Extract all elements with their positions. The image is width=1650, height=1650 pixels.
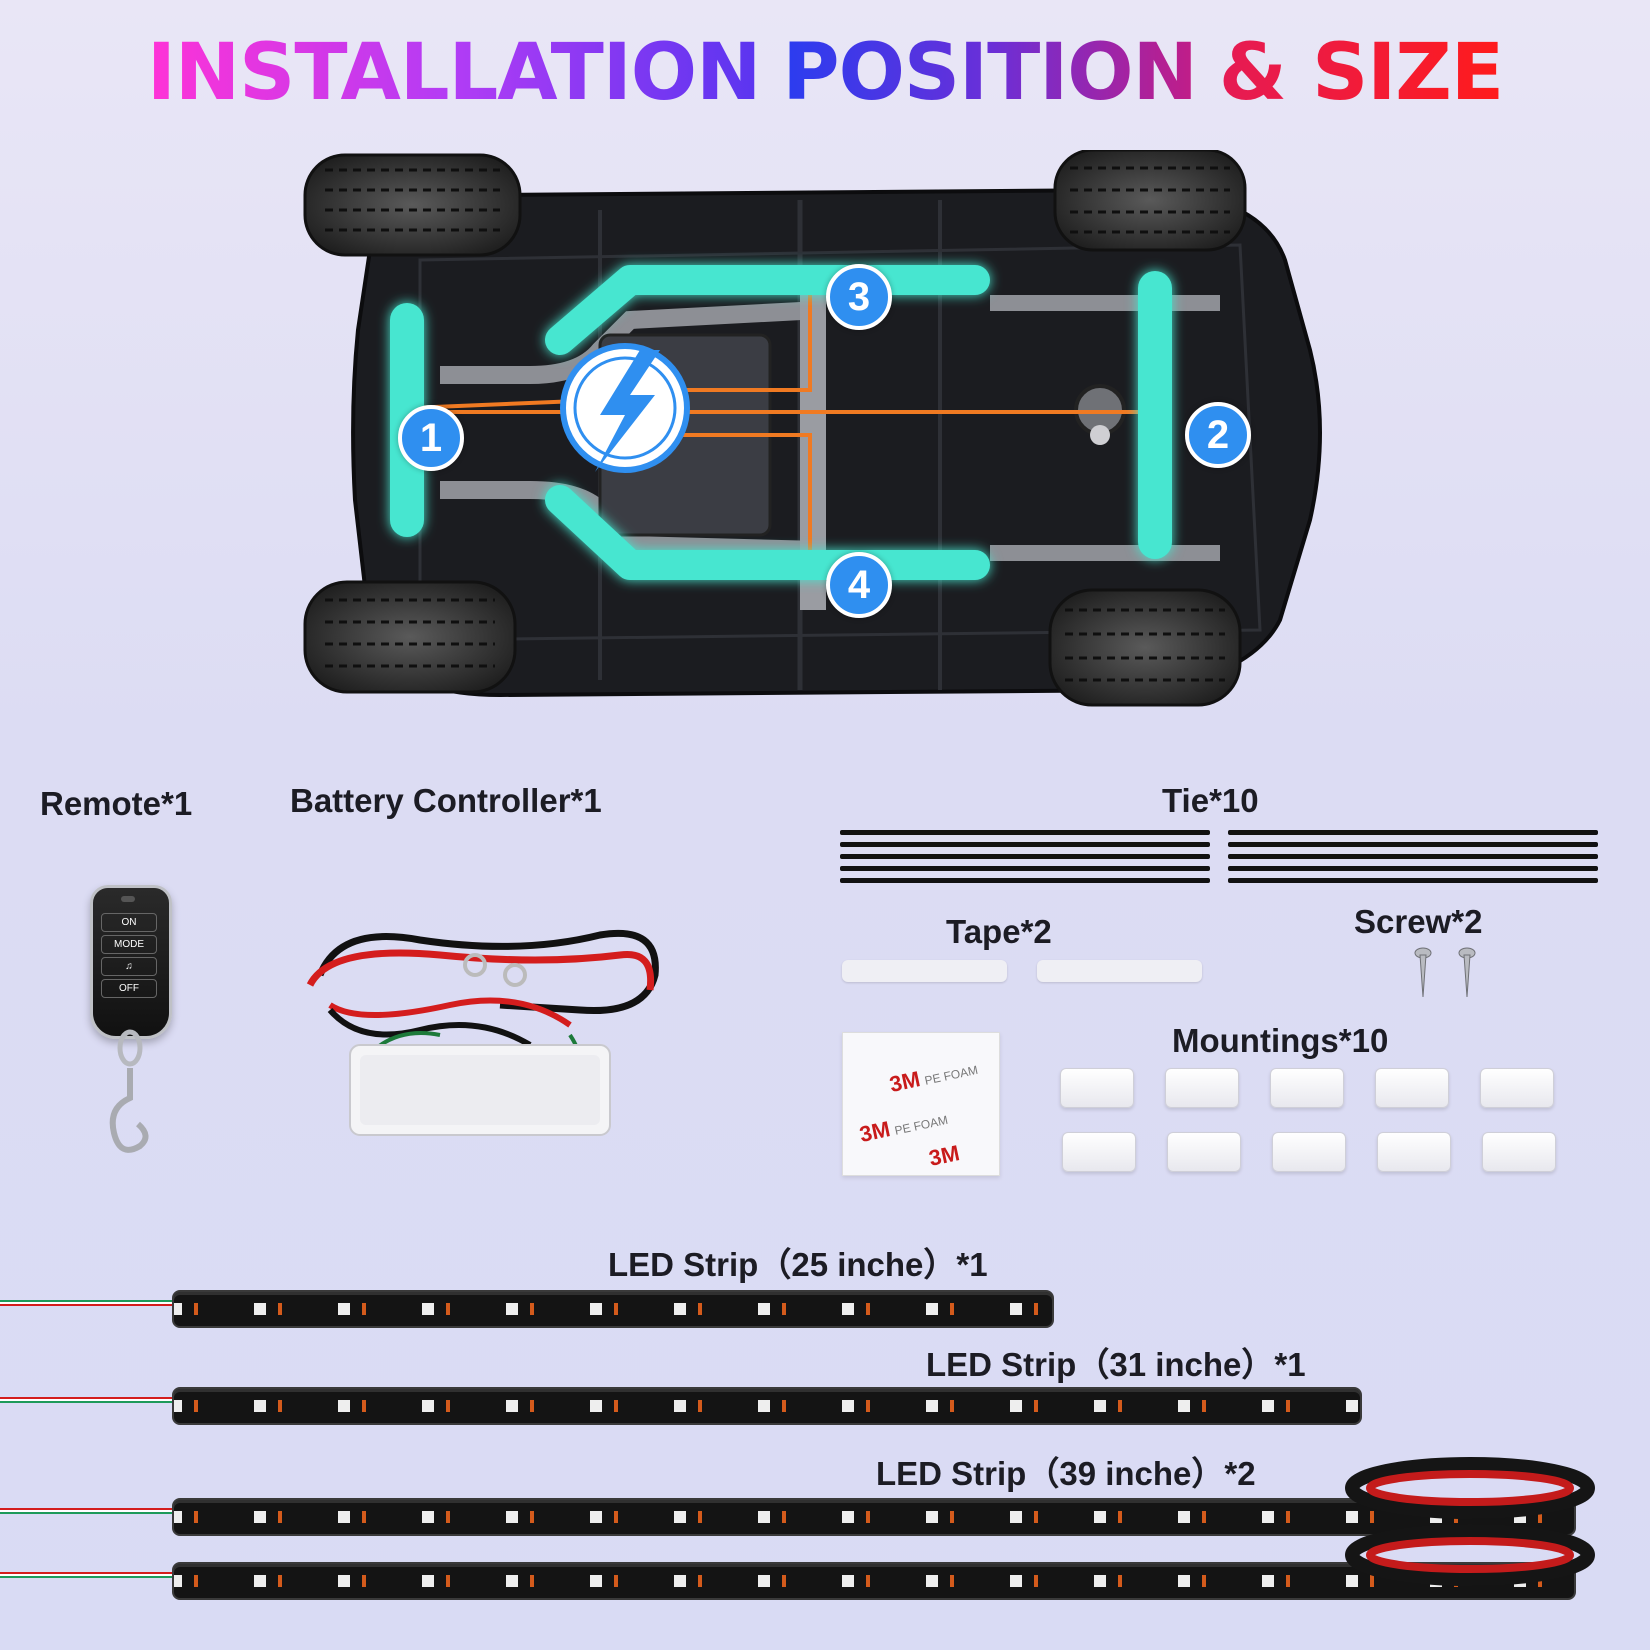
mounting-clip (1270, 1068, 1344, 1108)
title-part-position: POSITION (782, 28, 1197, 118)
tie-label: Tie*10 (1162, 782, 1259, 819)
tire-rear-left (303, 580, 517, 694)
battery-controller (306, 929, 659, 1136)
mounting-clip (1060, 1068, 1134, 1108)
tape-piece-1 (842, 960, 1007, 982)
title-part-size: & SIZE (1218, 28, 1504, 118)
keyring-icon (109, 1029, 149, 1153)
battery-controller-label: Battery Controller*1 (290, 782, 602, 819)
remote-on-button[interactable]: ON (101, 913, 157, 932)
mounting-clip (1167, 1132, 1241, 1172)
tape-piece-2 (1037, 960, 1202, 982)
strip-label-39: LED Strip（39 inche）*2 (876, 1455, 1256, 1492)
tire-rear-right (1048, 588, 1242, 707)
remote-label: Remote*1 (40, 785, 193, 822)
tire-front-right (1053, 150, 1247, 252)
marker-3: 3 (826, 264, 892, 330)
marker-1: 1 (398, 405, 464, 471)
strip-label-25: LED Strip（25 inche）*1 (608, 1246, 988, 1283)
mounting-clip (1062, 1132, 1136, 1172)
mounting-clip (1375, 1068, 1449, 1108)
mounting-clip (1482, 1132, 1556, 1172)
mounting-clip (1377, 1132, 1451, 1172)
title-part-installation: INSTALLATION (146, 28, 762, 118)
marker-2: 2 (1185, 402, 1251, 468)
strip-wire (0, 1572, 172, 1578)
tape-label: Tape*2 (946, 913, 1052, 950)
strip-label-31: LED Strip（31 inche）*1 (926, 1346, 1306, 1383)
tire-front-left (303, 153, 522, 257)
mounting-clip (1480, 1068, 1554, 1108)
led-strip-31-inch (172, 1387, 1362, 1425)
led-strip-25-inch (172, 1290, 1054, 1328)
screw-label: Screw*2 (1354, 903, 1483, 940)
foam-sheet: 3M PE FOAM 3M PE FOAM 3M (842, 1032, 1000, 1176)
led-strip-39-inch-a (172, 1498, 1576, 1536)
remote-off-button[interactable]: OFF (101, 979, 157, 998)
remote-control: ON MODE ♫ OFF (90, 885, 172, 1039)
strip-wire (0, 1508, 172, 1514)
mounting-clip (1165, 1068, 1239, 1108)
mountings-label: Mountings*10 (1172, 1022, 1389, 1059)
foam-text: PE FOAM (923, 1062, 980, 1088)
strip-wire (0, 1397, 172, 1403)
ties-right-bundle (1228, 830, 1598, 883)
mounting-clip (1272, 1132, 1346, 1172)
remote-music-button[interactable]: ♫ (101, 957, 157, 976)
ties-left-bundle (840, 830, 1210, 883)
screws (1414, 947, 1476, 998)
strip-wire (0, 1300, 172, 1306)
strip-coils (1345, 1457, 1595, 1586)
led-strip-39-inch-b (172, 1562, 1576, 1600)
remote-mode-button[interactable]: MODE (101, 935, 157, 954)
marker-4: 4 (826, 552, 892, 618)
lightning-bolt-icon (560, 343, 690, 473)
foam-brand: 3M (887, 1066, 923, 1097)
